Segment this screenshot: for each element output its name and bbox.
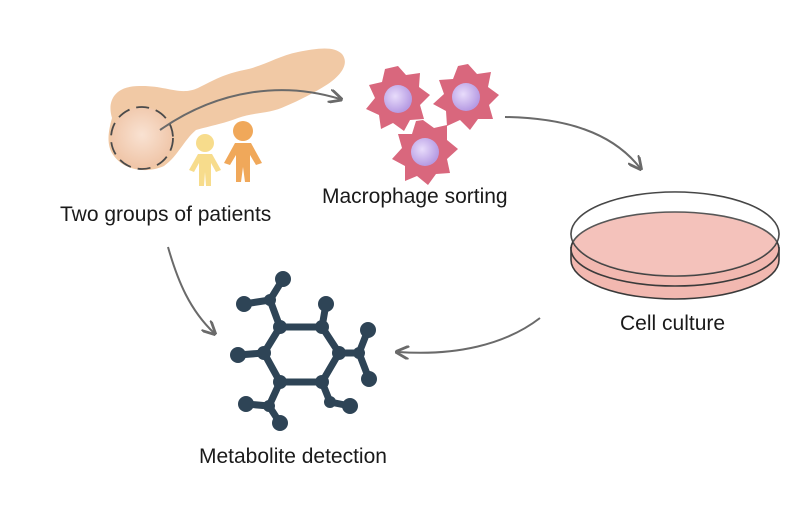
pancreas-with-patients-icon [108, 48, 345, 186]
step-label-cell-culture: Cell culture [620, 312, 726, 335]
step-label-metabolite-detection: Metabolite detection [199, 445, 387, 468]
step-label-macrophage-sorting: Macrophage sorting [322, 185, 508, 208]
arrow-patients-to-metabolite [167, 246, 214, 333]
macrophage-cell-icon [433, 64, 499, 130]
patient-icon-light [189, 134, 221, 186]
macrophage-cell-icon [392, 120, 458, 185]
patient-icon-orange [224, 121, 262, 182]
arrow-patients-to-macrophage [159, 90, 340, 131]
molecule-structure-icon [230, 271, 377, 431]
arrow-macrophage-to-culture [504, 116, 640, 168]
step-label-patients: Two groups of patients [60, 203, 272, 226]
petri-dish-icon [570, 191, 780, 300]
tumor-icon [110, 106, 174, 170]
arrow-culture-to-metabolite [398, 317, 541, 353]
macrophage-cell-icon [366, 66, 430, 131]
macrophage-cells-icon [366, 64, 499, 185]
